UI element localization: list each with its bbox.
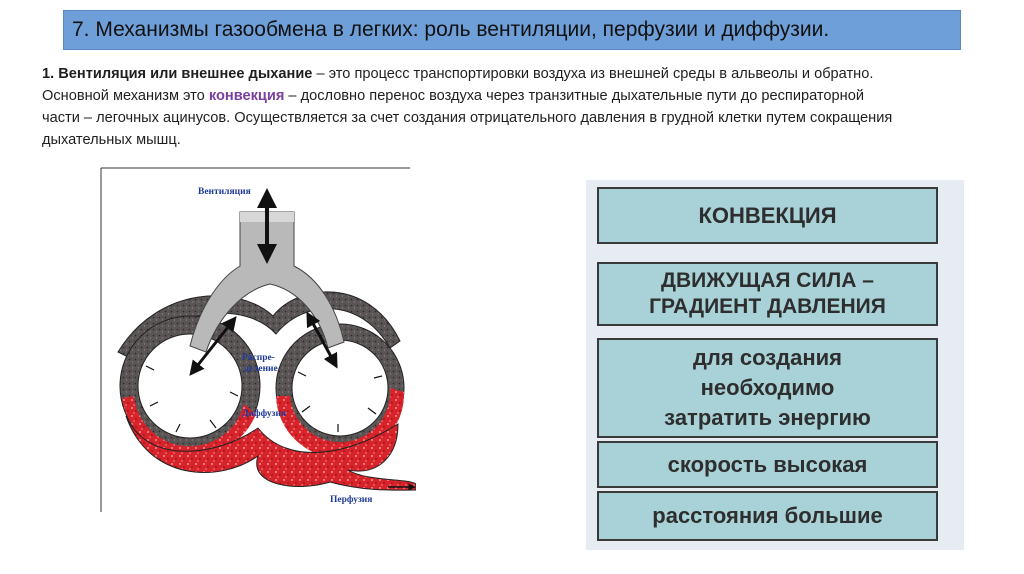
label-perfusion: Перфузия [330,494,372,505]
intro-text-2: – дословно перенос воздуха через транзит… [42,88,893,148]
lower-blood-vessel [125,415,416,491]
intro-paragraph: 1. Вентиляция или внешнее дыхание – это … [42,63,902,151]
box-energy: для создания необходимо затратить энерги… [597,338,938,438]
intro-accent-term: конвекция [208,88,285,104]
distribution-arrow-left [189,316,237,376]
box-driving-force: ДВИЖУЩАЯ СИЛА – ГРАДИЕНТ ДАВЛЕНИЯ [597,262,938,326]
box-speed-text: скорость высокая [667,451,868,477]
box-driving-force-text: ДВИЖУЩАЯ СИЛА – ГРАДИЕНТ ДАВЛЕНИЯ [649,269,886,318]
label-diffusion: Диффузия [242,408,286,419]
box-speed: скорость высокая [597,441,938,488]
airway-trunk [189,211,345,353]
slide-title-bar: 7. Механизмы газообмена в легких: роль в… [63,10,961,50]
ventilation-diagram: Вентиляция Распре- деление Диффузия Перф… [98,166,416,514]
box-distance: расстояния большие [597,491,938,541]
box-distance-text: расстояния большие [652,503,883,528]
box-energy-text: для создания необходимо затратить энерги… [664,345,871,430]
intro-lead: 1. Вентиляция или внешнее дыхание [42,66,313,82]
label-ventilation: Вентиляция [198,187,251,197]
concept-panel: КОНВЕКЦИЯ ДВИЖУЩАЯ СИЛА – ГРАДИЕНТ ДАВЛЕ… [586,180,964,550]
label-distribution-1: Распре- [242,353,275,363]
distribution-arrow-right [306,311,338,369]
intro-text-1: – это процесс транспортировки воздуха из… [42,66,874,104]
box-convection: КОНВЕКЦИЯ [597,187,938,244]
diffusion-arrows [145,365,383,433]
box-convection-text: КОНВЕКЦИЯ [698,202,837,228]
ventilation-diagram-svg: Вентиляция Распре- деление Диффузия Перф… [100,167,416,512]
label-distribution-2: деление [244,364,278,374]
slide-title: 7. Механизмы газообмена в легких: роль в… [72,18,830,41]
